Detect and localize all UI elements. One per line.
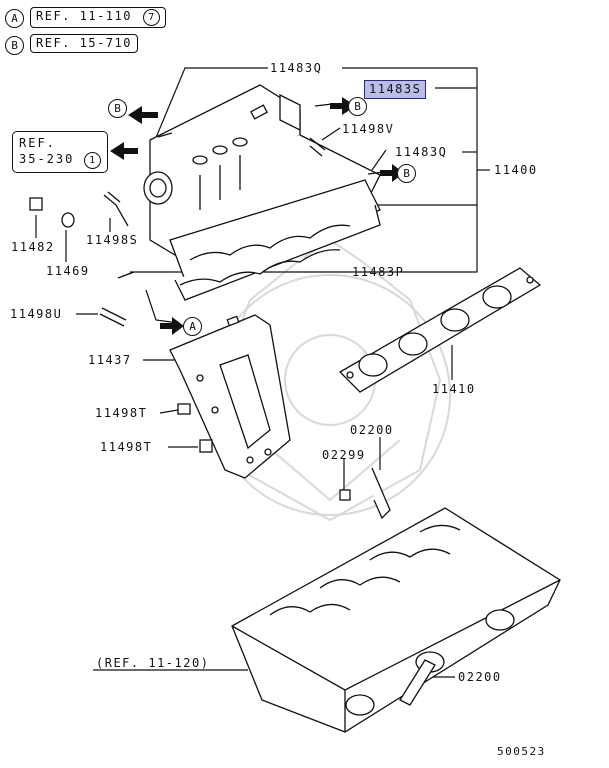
ref-35-230-code: 35-230 <box>19 152 75 166</box>
sensor-02200 <box>371 467 391 520</box>
label-11498t-b[interactable]: 11498T <box>100 440 153 454</box>
bolt-11498t-a <box>177 403 191 415</box>
label-11483s-highlighted[interactable]: 11483S <box>364 80 427 99</box>
label-11498u[interactable]: 11498U <box>10 307 63 321</box>
label-02299[interactable]: 02299 <box>322 448 366 462</box>
ref-box-a[interactable]: REF. 11-110 7 <box>30 7 166 28</box>
stud-11483q-top <box>157 132 173 138</box>
stud-11483q <box>367 171 385 175</box>
label-11400[interactable]: 11400 <box>494 163 538 177</box>
stud-11483p <box>117 271 135 279</box>
ref-a-number: 7 <box>142 9 160 26</box>
manifold-gasket <box>338 267 542 393</box>
marker-b-icon: B <box>108 99 127 118</box>
nut-11482 <box>29 197 43 211</box>
bolt-11498v <box>309 137 326 157</box>
leader-11498v <box>321 127 341 141</box>
marker-a-icon: A <box>5 9 24 28</box>
label-11498s[interactable]: 11498S <box>86 233 139 247</box>
ref-35-230-number: 1 <box>83 152 101 169</box>
marker-b-icon: B <box>348 97 367 116</box>
ref-a-text: REF. 11-110 <box>36 9 132 23</box>
label-02200-top[interactable]: 02200 <box>350 423 394 437</box>
label-11483p[interactable]: 11483P <box>352 265 405 279</box>
label-11498v[interactable]: 11498V <box>342 122 395 136</box>
marker-a-icon: A <box>183 317 202 336</box>
arrow-right-icon <box>330 97 356 115</box>
label-11483q-top[interactable]: 11483Q <box>270 61 323 75</box>
arrow-left-icon <box>110 142 138 160</box>
marker-b-icon: B <box>5 36 24 55</box>
arrow-left-icon <box>128 106 158 124</box>
diagram-code: 500523 <box>497 745 546 758</box>
ref-box-b[interactable]: REF. 15-710 <box>30 34 138 53</box>
arrow-right-icon <box>160 317 184 335</box>
leader-11498t-a <box>159 409 179 414</box>
leader-11483p <box>350 205 478 273</box>
leader-11483q-bolt <box>371 149 387 171</box>
label-11483q-right[interactable]: 11483Q <box>395 145 448 159</box>
label-11482[interactable]: 11482 <box>11 240 55 254</box>
label-11437[interactable]: 11437 <box>88 353 132 367</box>
bolt-11498s <box>103 191 129 227</box>
bolt-02299 <box>339 489 351 501</box>
cylinder-head <box>231 507 561 733</box>
label-11469[interactable]: 11469 <box>46 264 90 278</box>
ref-35-230-line1: REF. <box>19 136 56 150</box>
bolt-11498t-b <box>199 439 213 453</box>
washer-11469 <box>61 212 75 228</box>
label-11410[interactable]: 11410 <box>432 382 476 396</box>
label-11498t-a[interactable]: 11498T <box>95 406 148 420</box>
fasteners <box>29 103 391 520</box>
leader-11483q-top <box>154 67 268 141</box>
leader-11400-bracket <box>342 67 478 205</box>
label-head-ref[interactable]: (REF. 11-120) <box>96 656 210 670</box>
stud-11483s <box>314 103 333 107</box>
ref-box-35-230[interactable]: REF. 35-230 1 <box>12 131 108 173</box>
leader-arrow-a <box>145 289 179 324</box>
manifold-stay-bracket <box>169 314 291 479</box>
marker-b-icon: B <box>397 164 416 183</box>
intake-manifold <box>143 84 381 301</box>
label-02200-bottom[interactable]: 02200 <box>458 670 502 684</box>
ref-35-230-line2: 35-230 1 <box>19 151 101 169</box>
bolt-11498u <box>99 307 127 327</box>
